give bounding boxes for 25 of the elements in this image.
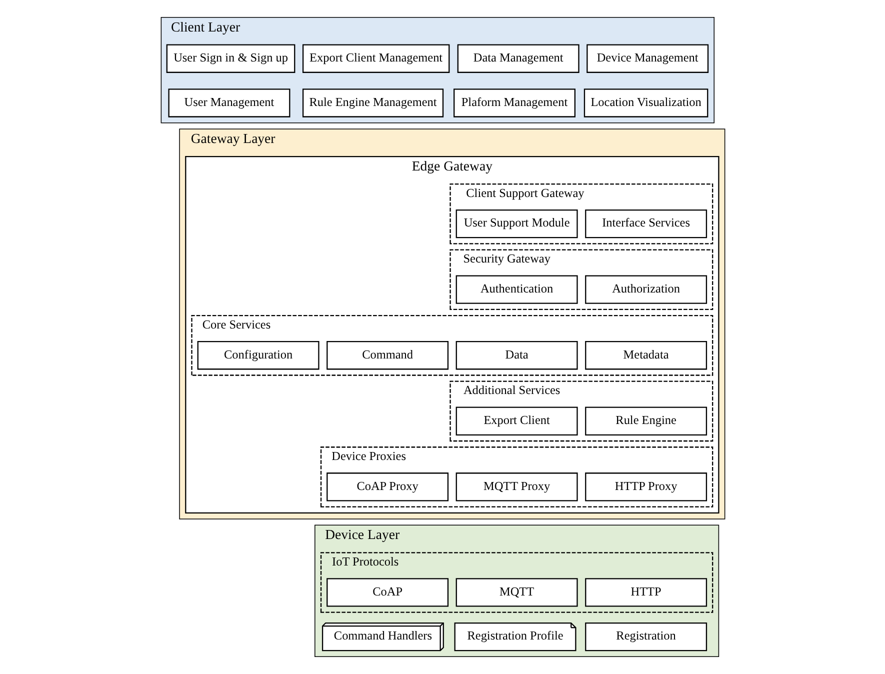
node-box: Metadata [584, 341, 707, 370]
node-box: User Management [168, 88, 290, 118]
node-box: Registration [584, 622, 707, 652]
node-box: Data [455, 341, 578, 370]
node-box: Authorization [584, 275, 707, 304]
node-box: User Support Module [455, 209, 578, 238]
node-box: Plaform Management [453, 88, 575, 118]
node-box: Configuration [196, 341, 319, 370]
node-box: MQTT [455, 578, 578, 607]
node-box: Rule Engine [584, 406, 707, 436]
node-box: Command [326, 341, 448, 370]
node-box: CoAP [326, 578, 448, 607]
node-box: Location Visualization [583, 88, 708, 118]
node-box: User Sign in & Sign up [166, 44, 295, 73]
node-box: Rule Engine Management [302, 88, 444, 118]
node-box: MQTT Proxy [455, 472, 578, 502]
node-box: Device Management [586, 44, 708, 73]
node-box: Data Management [456, 44, 579, 73]
node-box: CoAP Proxy [326, 472, 448, 502]
node-box: Export Client [455, 406, 578, 436]
node-box: Authentication [455, 275, 578, 304]
node-box: Interface Services [584, 209, 707, 238]
node-box: HTTP Proxy [584, 472, 707, 502]
node-box: Export Client Management [302, 44, 450, 73]
node-box: HTTP [584, 578, 707, 607]
